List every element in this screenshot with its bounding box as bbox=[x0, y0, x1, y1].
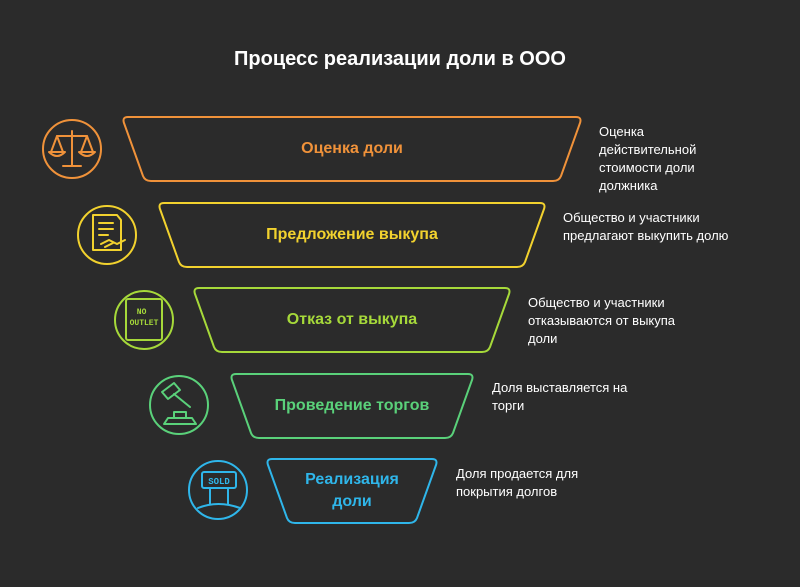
scales-icon bbox=[42, 119, 102, 179]
stage-description-realization: Доля продается для покрытия долгов bbox=[456, 466, 579, 499]
no-outlet-sign-icon bbox=[114, 290, 174, 350]
stage-label-realization: Реализация доли bbox=[305, 471, 399, 510]
stage-label-valuation: Оценка доли bbox=[301, 140, 403, 157]
diagram-title: Процесс реализации доли в ООО bbox=[234, 48, 566, 70]
stage-description-buyout-offer: Общество и участники предлагают выкупить… bbox=[563, 210, 729, 243]
funnel-segment-5 bbox=[266, 458, 438, 524]
stage-label-buyout-offer: Предложение выкупа bbox=[266, 226, 438, 243]
auction-gavel-icon bbox=[149, 375, 209, 435]
stage-description-valuation: Оценка действительной стоимости доли дол… bbox=[599, 124, 697, 193]
sold-sign-text: SOLD bbox=[208, 477, 230, 487]
funnel-segment-3 bbox=[193, 287, 511, 353]
stage-label-auction: Проведение торгов bbox=[274, 397, 430, 414]
no-outlet-sign-text: NO OUTLET bbox=[130, 308, 159, 328]
stage-label-buyout-refusal: Отказ от выкупа bbox=[286, 311, 418, 328]
stage-description-auction: Доля выставляется на торги bbox=[492, 380, 628, 413]
sold-sign-icon bbox=[188, 460, 248, 520]
funnel-segment-2 bbox=[158, 202, 546, 268]
stage-description-buyout-refusal: Общество и участники отказываются от вык… bbox=[528, 295, 676, 346]
funnel-segment-1 bbox=[122, 116, 582, 182]
funnel-segment-4 bbox=[230, 373, 474, 439]
contract-handshake-icon bbox=[77, 205, 137, 265]
